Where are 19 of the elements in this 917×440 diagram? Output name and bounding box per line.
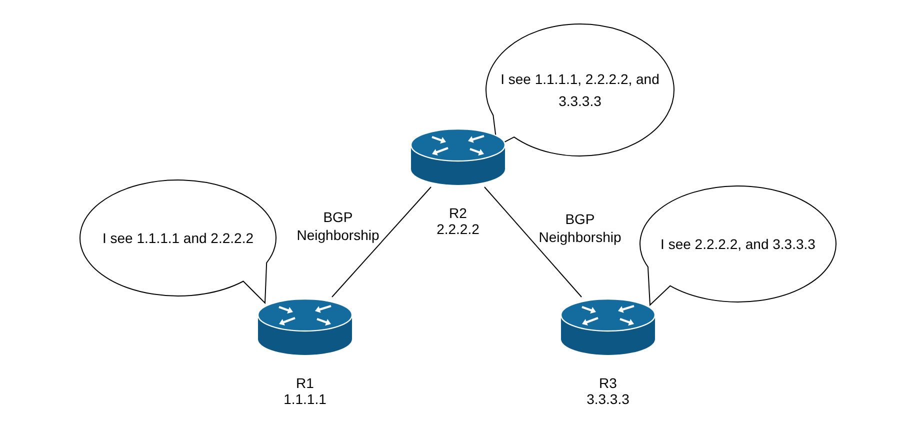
router-label: R3 (598, 375, 618, 392)
edge-label: BGP Neighborship (296, 208, 380, 244)
router-label: R1 (295, 375, 315, 392)
router-label: 1.1.1.1 (282, 391, 328, 408)
router-label: 3.3.3.3 (586, 391, 630, 408)
router-icon (257, 297, 353, 357)
router-icon (560, 297, 656, 357)
router-label: R2 (448, 205, 468, 222)
edge-label: BGP Neighborship (538, 210, 622, 246)
speech-bubble (78, 178, 278, 305)
bubble-text: I see 2.2.2.2, and 3.3.3.3 (660, 235, 816, 254)
connector-line (484, 186, 582, 298)
speech-bubble (638, 184, 838, 307)
connector-line (332, 186, 432, 298)
router-icon (410, 127, 506, 187)
bubble-text: I see 1.1.1.1 and 2.2.2.2 (101, 229, 254, 248)
speech-bubble (484, 22, 676, 158)
bubble-text: I see 1.1.1.1, 2.2.2.2, and 3.3.3.3 (500, 70, 660, 111)
router-label: 2.2.2.2 (436, 221, 480, 238)
